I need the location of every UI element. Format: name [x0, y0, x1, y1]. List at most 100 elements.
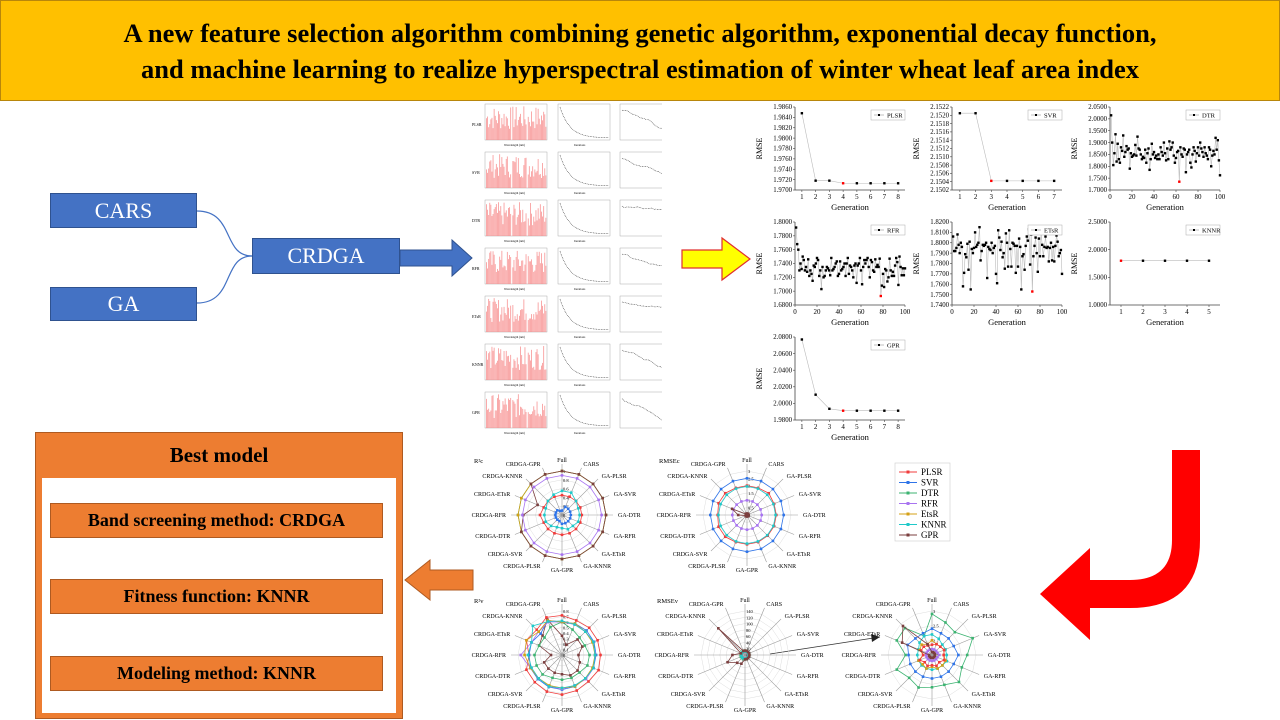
- x-tick-label: 100: [900, 308, 911, 316]
- spectra-bar: [524, 221, 526, 236]
- data-point: [1120, 149, 1124, 153]
- spectra-bar: [521, 222, 523, 236]
- data-point: [1000, 240, 1003, 243]
- data-point: [966, 242, 969, 245]
- spectra-bar: [542, 305, 543, 332]
- data-point: [1185, 153, 1189, 156]
- spectra-bar: [493, 347, 495, 380]
- rmse-iter-curve: [621, 205, 662, 211]
- x-tick-label: 100: [1057, 308, 1068, 316]
- data-point: [1204, 152, 1207, 155]
- spectra-x-label: Wavelength (nm): [504, 335, 525, 339]
- zoom-pointer-line: [769, 636, 881, 655]
- data-point: [956, 233, 959, 236]
- spectra-bar: [488, 168, 490, 188]
- spectra-bar: [536, 124, 538, 140]
- data-point: [798, 269, 801, 272]
- decay-x-label: Iterations: [574, 239, 586, 243]
- data-point: [1009, 247, 1012, 251]
- data-point: [991, 251, 994, 255]
- x-tick-label: 80: [880, 308, 888, 316]
- spectra-bar: [533, 406, 535, 428]
- spectra-bar: [489, 412, 491, 428]
- data-point: [801, 255, 804, 258]
- spectra-bar: [491, 321, 493, 332]
- data-point: [1190, 166, 1193, 169]
- data-point: [958, 251, 961, 255]
- data-point: [1207, 259, 1211, 262]
- spectra-bar: [544, 114, 546, 140]
- x-tick-label: 1: [958, 193, 962, 201]
- data-point: [826, 267, 830, 270]
- data-point: [1215, 148, 1218, 151]
- spectra-bar: [504, 126, 506, 140]
- spectra-bar: [505, 314, 507, 332]
- y-axis-label: RMSE: [912, 253, 921, 275]
- data-point: [1205, 154, 1208, 157]
- y-tick-label: 1.7600: [930, 281, 949, 288]
- data-point: [1044, 235, 1047, 238]
- spectra-bar: [530, 126, 531, 140]
- spectra-bar: [535, 210, 537, 236]
- spectra-bar: [498, 300, 499, 332]
- spectra-bar: [495, 303, 497, 332]
- x-tick-label: 6: [1037, 193, 1041, 201]
- data-point: [1023, 268, 1026, 271]
- data-point: [862, 265, 865, 269]
- data-point: [1135, 154, 1138, 157]
- spectra-bar: [543, 111, 545, 140]
- spectra-bar: [530, 176, 531, 188]
- ga-connector: [196, 255, 253, 304]
- spectra-bar: [514, 208, 516, 236]
- spectra-bar: [506, 410, 508, 428]
- spectra-bar: [489, 161, 491, 188]
- y-tick-label: 1.9740: [773, 166, 792, 173]
- spectra-bar: [516, 172, 518, 188]
- spectra-bar: [530, 318, 531, 332]
- y-tick-label: 2.5000: [1088, 219, 1107, 226]
- data-point: [1136, 135, 1139, 138]
- data-point: [884, 267, 887, 271]
- spectra-bar: [501, 409, 503, 428]
- decay-frame: [557, 391, 611, 429]
- data-point: [1212, 149, 1215, 153]
- data-point: [1001, 256, 1004, 259]
- spectra-bar: [531, 314, 532, 332]
- data-point: [1025, 235, 1028, 238]
- x-tick-label: 4: [1185, 308, 1189, 316]
- data-point: [896, 409, 900, 412]
- data-point: [1021, 179, 1024, 183]
- data-point: [1111, 141, 1114, 144]
- spectra-bar: [528, 122, 530, 140]
- modeling-method-label: Modeling method: KNNR: [117, 663, 316, 683]
- y-tick-label: 2.0600: [773, 351, 792, 358]
- rmse-iter-curve: [621, 301, 662, 308]
- spectra-bar: [520, 265, 521, 284]
- data-point: [844, 274, 847, 278]
- spectra-bar: [500, 412, 502, 428]
- spectra-bar: [499, 114, 501, 140]
- spectra-bar: [492, 251, 494, 284]
- spectra-bar: [527, 174, 529, 188]
- spectra-bar: [535, 264, 537, 284]
- data-point: [1142, 156, 1146, 160]
- data-point: [1172, 154, 1175, 157]
- data-point: [847, 272, 851, 276]
- band-screening-method-box: Band screening method: CRDGA: [50, 503, 383, 538]
- data-point: [809, 269, 812, 272]
- data-point: [979, 259, 982, 262]
- data-point: [1005, 179, 1009, 183]
- spectra-bar: [528, 414, 530, 428]
- data-point: [1112, 163, 1115, 167]
- orange-arrow-icon: [404, 558, 474, 602]
- data-point: [834, 262, 837, 265]
- y-tick-label: 2.0000: [1088, 247, 1107, 254]
- data-point: [960, 245, 964, 249]
- x-axis-label: Generation: [831, 432, 870, 442]
- data-point: [856, 264, 859, 267]
- data-point: [1149, 157, 1152, 161]
- spectra-bar: [492, 128, 494, 140]
- data-point: [855, 409, 859, 412]
- data-point: [1049, 241, 1053, 244]
- spectra-bar: [499, 321, 501, 332]
